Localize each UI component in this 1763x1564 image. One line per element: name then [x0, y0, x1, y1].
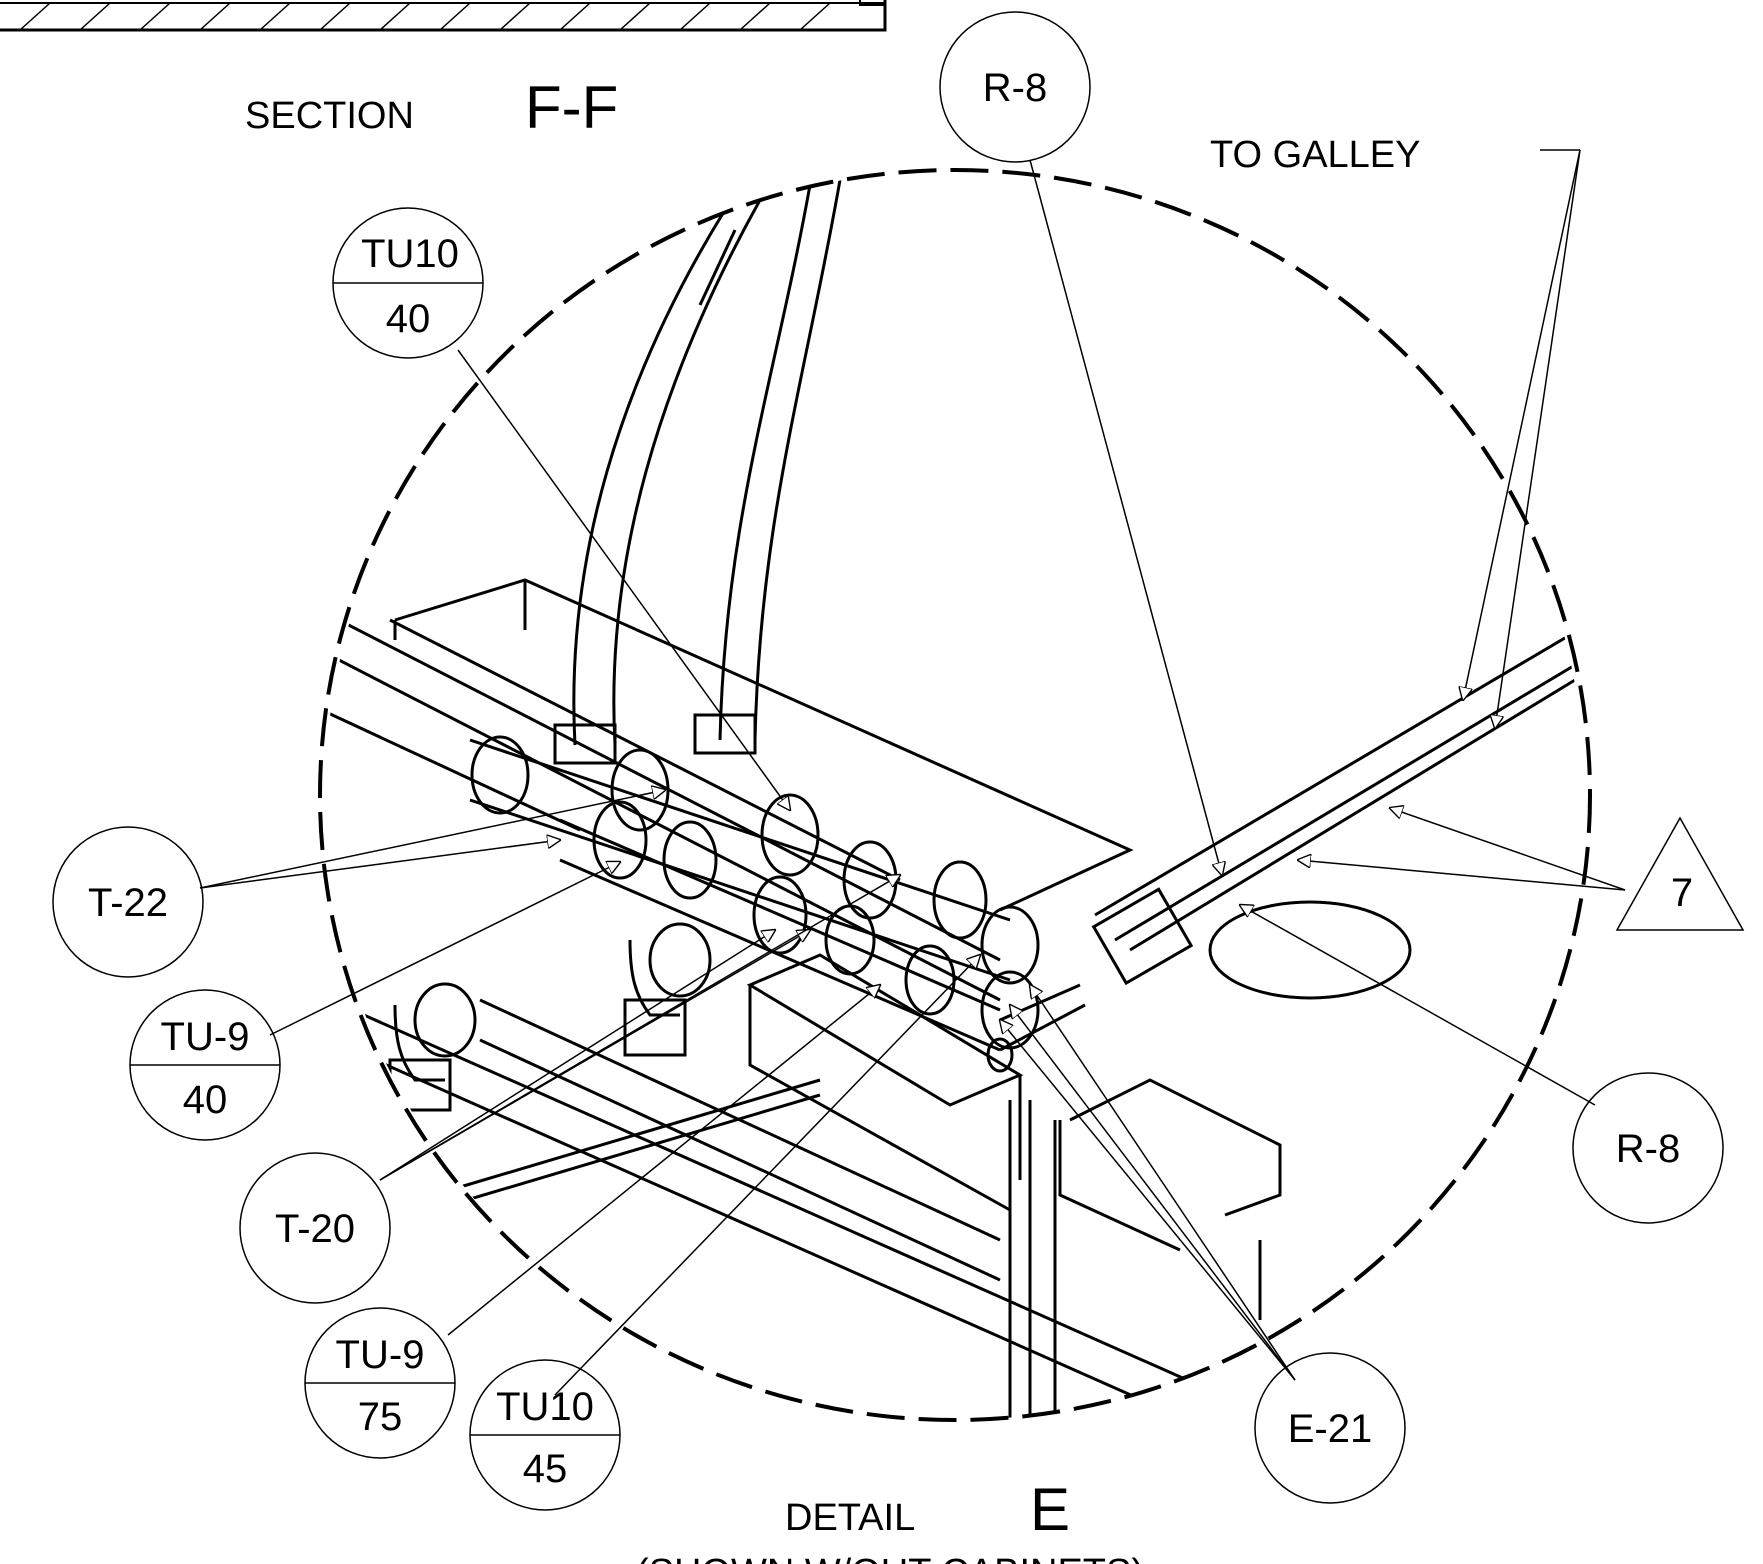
callout-tu9-75-bottom: 75 — [358, 1395, 403, 1439]
lower-pipe-run — [388, 922, 1001, 1282]
manifold-pipes — [469, 713, 1040, 1052]
plumbing-assembly — [325, 179, 1576, 1420]
section-title: SECTION F-F — [245, 74, 618, 141]
front-box — [746, 953, 1282, 1420]
callout-tu10-45-bottom: 45 — [523, 1447, 568, 1491]
callout-r8-right-label: R-8 — [1616, 1127, 1680, 1171]
galley-lines — [1091, 633, 1576, 986]
callout-r8-top-label: R-8 — [983, 66, 1047, 110]
detail-title-letter: E — [1030, 1476, 1070, 1543]
callout-tu10-40: TU10 40 — [332, 207, 484, 359]
section-slab — [0, 0, 887, 32]
to-galley-label: TO GALLEY — [1210, 134, 1421, 176]
detail-title: DETAIL E (SHOWN W/OUT CABINETS) — [636, 1476, 1144, 1564]
callout-r8-top: R-8 — [939, 11, 1091, 163]
callout-tu9-40-bottom: 40 — [183, 1078, 228, 1122]
frame-rails — [325, 598, 1301, 1420]
callout-tu10-45-top: TU10 — [496, 1385, 594, 1429]
callout-t22-label: T-22 — [88, 881, 168, 925]
callout-tu10-40-bottom: 40 — [386, 297, 431, 341]
callout-tu10-45: TU10 45 — [469, 1359, 621, 1511]
rear-tray — [393, 578, 1134, 912]
callout-tu9-40: TU-9 40 — [129, 989, 281, 1141]
detail-title-prefix: DETAIL — [785, 1497, 915, 1539]
detail-title-note: (SHOWN W/OUT CABINETS) — [636, 1552, 1144, 1564]
revision-triangle-7-label: 7 — [1671, 871, 1693, 915]
floor-opening — [1208, 900, 1412, 1000]
revision-triangle-7: 7 — [1615, 816, 1745, 931]
vertical-hoses — [572, 179, 842, 746]
callout-tu10-40-top: TU10 — [361, 232, 459, 276]
section-title-letter: F-F — [525, 74, 618, 141]
callout-r8-right: R-8 — [1572, 1072, 1724, 1224]
callout-tu9-40-top: TU-9 — [161, 1015, 250, 1059]
detail-circle-boundary — [318, 168, 1592, 1422]
callout-e21: E-21 — [1254, 1352, 1406, 1504]
callout-tu9-75-top: TU-9 — [336, 1333, 425, 1377]
callout-t22: T-22 — [52, 826, 204, 978]
leader-lines — [199, 149, 1626, 1396]
section-title-prefix: SECTION — [245, 95, 414, 137]
callout-e21-label: E-21 — [1288, 1407, 1373, 1451]
callout-t20-label: T-20 — [275, 1207, 355, 1251]
callout-t20: T-20 — [239, 1152, 391, 1304]
callout-tu9-75: TU-9 75 — [304, 1307, 456, 1459]
